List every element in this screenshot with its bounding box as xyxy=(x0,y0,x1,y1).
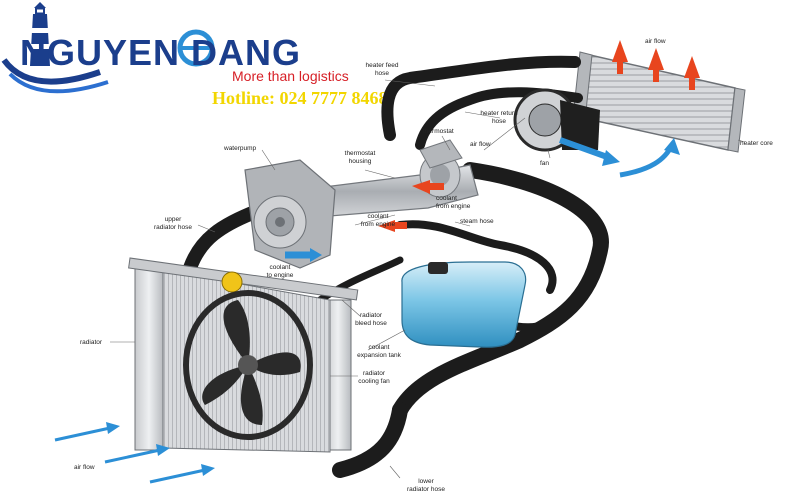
heater-feed-hose xyxy=(381,55,581,141)
lower-radiator-hose xyxy=(332,402,408,478)
bypass-hose xyxy=(392,162,609,418)
label-fan: fan xyxy=(540,160,550,167)
hot-flow-arrows xyxy=(378,40,700,232)
label-air-flow-top: air flow xyxy=(645,38,666,45)
hose-network xyxy=(183,55,609,478)
upper-radiator-hose xyxy=(183,203,267,275)
waterpump xyxy=(244,159,336,269)
brand-tagline: More than logistics xyxy=(232,68,349,84)
cold-flow-arrows xyxy=(54,137,680,484)
steam-hose xyxy=(396,220,557,294)
label-waterpump: waterpump xyxy=(224,145,257,152)
brand-logo: NGUYEN DANG More than logistics Hotline:… xyxy=(0,0,388,120)
heater-fan xyxy=(513,88,600,152)
label-air-flow-fan: air flow xyxy=(470,141,491,148)
leader-lines xyxy=(110,79,746,479)
radiator-cooling-fan xyxy=(183,290,313,440)
brand-name: NGUYEN DANG xyxy=(20,32,302,73)
label-radiator: radiator xyxy=(80,339,103,346)
lighthouse-icon xyxy=(1,2,215,94)
label-thermostat: thermostat xyxy=(423,128,454,135)
label-steam-hose: steam hose xyxy=(460,218,494,225)
label-air-flow-bottom: air flow xyxy=(74,464,95,471)
coolant-expansion-tank xyxy=(401,261,527,348)
brand-hotline: Hotline: 024 7777 8468 xyxy=(212,88,388,108)
label-heater-core: heater core xyxy=(740,140,773,147)
